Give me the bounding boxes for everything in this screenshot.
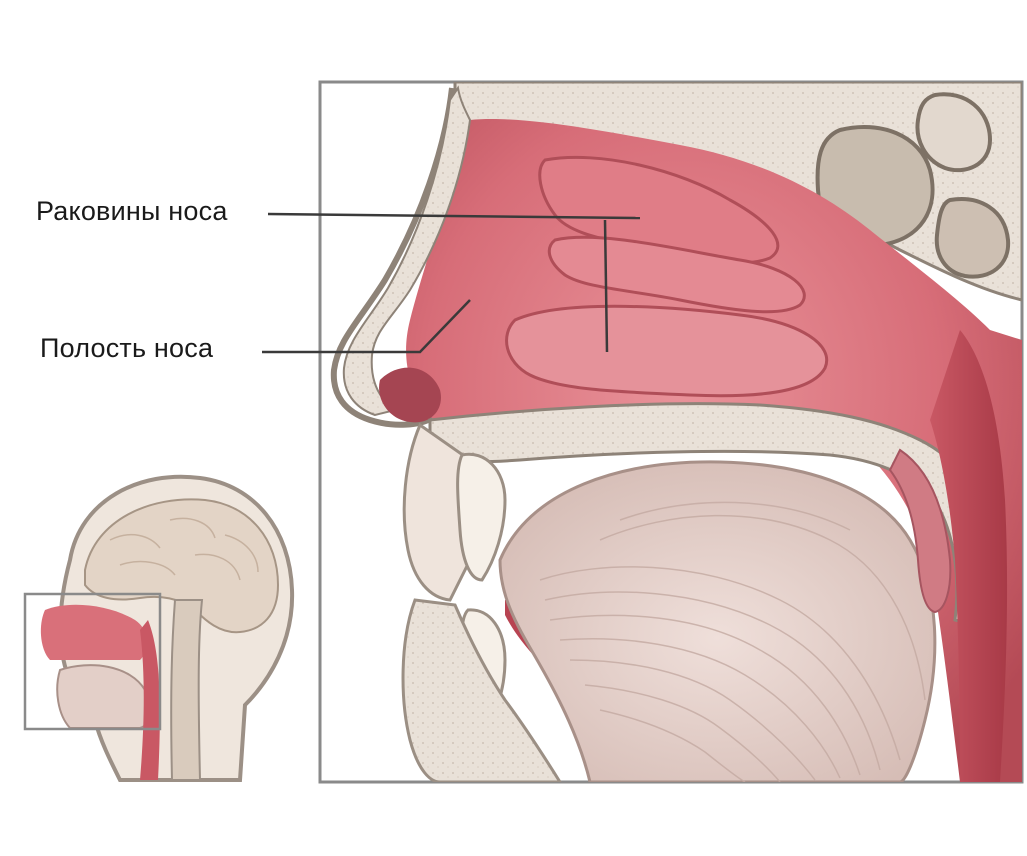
inset-spine xyxy=(171,600,202,780)
inset-head xyxy=(25,477,292,780)
label-nasal-cavity: Полость носа xyxy=(40,333,213,364)
main-panel xyxy=(320,82,1022,782)
label-nasal-conchae: Раковины носа xyxy=(36,196,228,227)
